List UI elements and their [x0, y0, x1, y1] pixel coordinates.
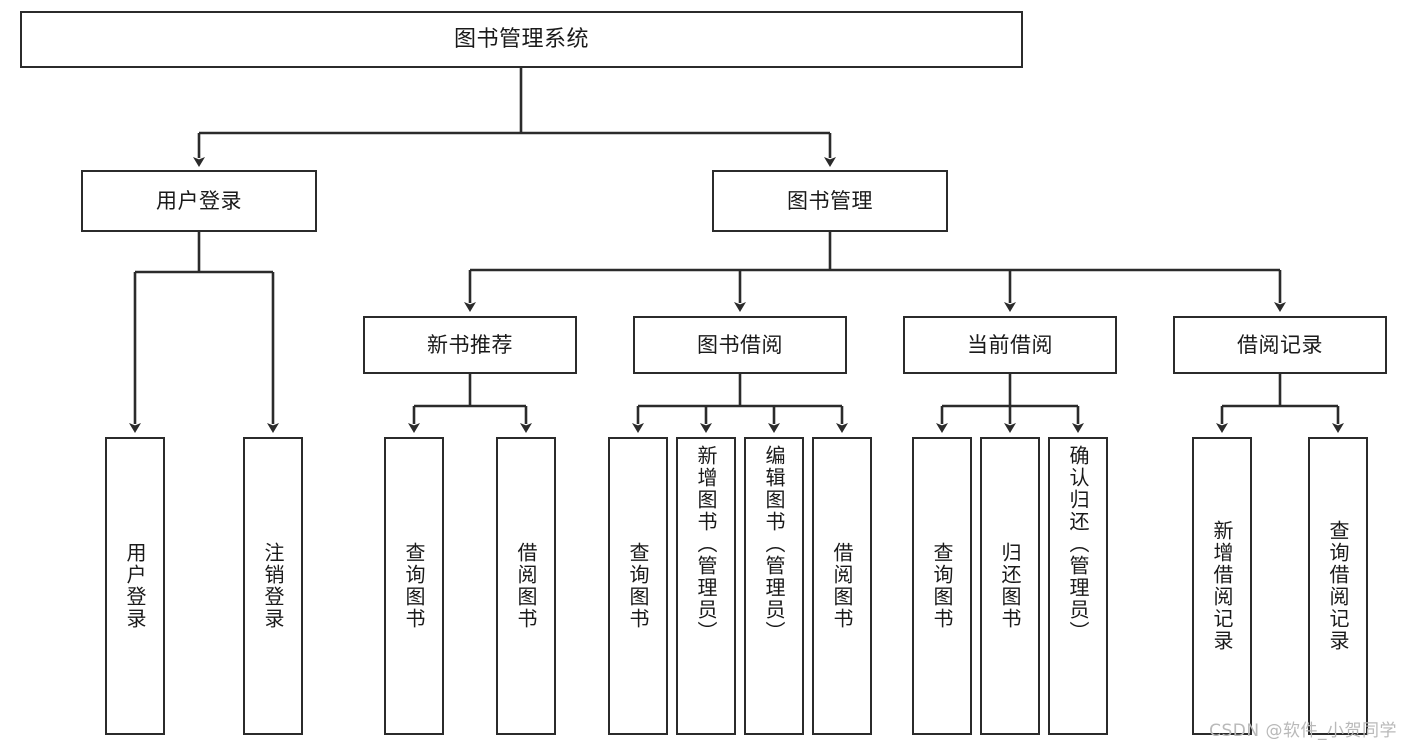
node-label: 新增借阅记录	[1210, 520, 1234, 652]
node-borrow-record[interactable]: 借阅记录	[1173, 316, 1387, 374]
leaf-borrow-record-query-record[interactable]: 查询借阅记录	[1308, 437, 1368, 735]
node-label: 查询图书	[402, 542, 426, 630]
node-book-borrow[interactable]: 图书借阅	[633, 316, 847, 374]
node-label: 用户登录	[123, 542, 147, 630]
leaf-new-book-borrow-book[interactable]: 借阅图书	[496, 437, 556, 735]
node-label: 用户登录	[156, 188, 242, 213]
node-label: 归还图书	[998, 542, 1022, 630]
leaf-new-book-query-book[interactable]: 查询图书	[384, 437, 444, 735]
node-label: 编辑图书（管理员）	[762, 445, 786, 643]
leaf-borrow-record-add-record[interactable]: 新增借阅记录	[1192, 437, 1252, 735]
leaf-current-borrow-query-book[interactable]: 查询图书	[912, 437, 972, 735]
node-label: 借阅记录	[1237, 332, 1323, 357]
node-label: 注销登录	[261, 542, 285, 630]
node-label: 借阅图书	[514, 542, 538, 630]
node-label: 查询图书	[930, 542, 954, 630]
leaf-current-borrow-confirm-return-admin[interactable]: 确认归还（管理员）	[1048, 437, 1108, 735]
node-label: 新书推荐	[427, 332, 513, 357]
node-label: 借阅图书	[830, 542, 854, 630]
node-root-book-management-system[interactable]: 图书管理系统	[20, 11, 1023, 68]
node-user-login[interactable]: 用户登录	[81, 170, 317, 232]
leaf-book-borrow-add-book-admin[interactable]: 新增图书（管理员）	[676, 437, 736, 735]
leaf-book-borrow-borrow-book[interactable]: 借阅图书	[812, 437, 872, 735]
node-label: 图书管理系统	[453, 26, 589, 52]
leaf-current-borrow-return-book[interactable]: 归还图书	[980, 437, 1040, 735]
node-label: 图书借阅	[697, 332, 783, 357]
node-label: 查询图书	[626, 542, 650, 630]
watermark-text: CSDN @软件_小贺同学	[1209, 721, 1397, 741]
leaf-book-borrow-query-book[interactable]: 查询图书	[608, 437, 668, 735]
node-label: 查询借阅记录	[1326, 520, 1350, 652]
leaf-user-login-logout[interactable]: 注销登录	[243, 437, 303, 735]
node-new-book-recommendation[interactable]: 新书推荐	[363, 316, 577, 374]
node-book-management[interactable]: 图书管理	[712, 170, 948, 232]
leaf-book-borrow-edit-book-admin[interactable]: 编辑图书（管理员）	[744, 437, 804, 735]
node-label: 确认归还（管理员）	[1066, 445, 1090, 643]
node-label: 当前借阅	[967, 332, 1053, 357]
node-label: 新增图书（管理员）	[694, 445, 718, 643]
node-current-borrow[interactable]: 当前借阅	[903, 316, 1117, 374]
node-label: 图书管理	[787, 188, 873, 213]
leaf-user-login-login[interactable]: 用户登录	[105, 437, 165, 735]
